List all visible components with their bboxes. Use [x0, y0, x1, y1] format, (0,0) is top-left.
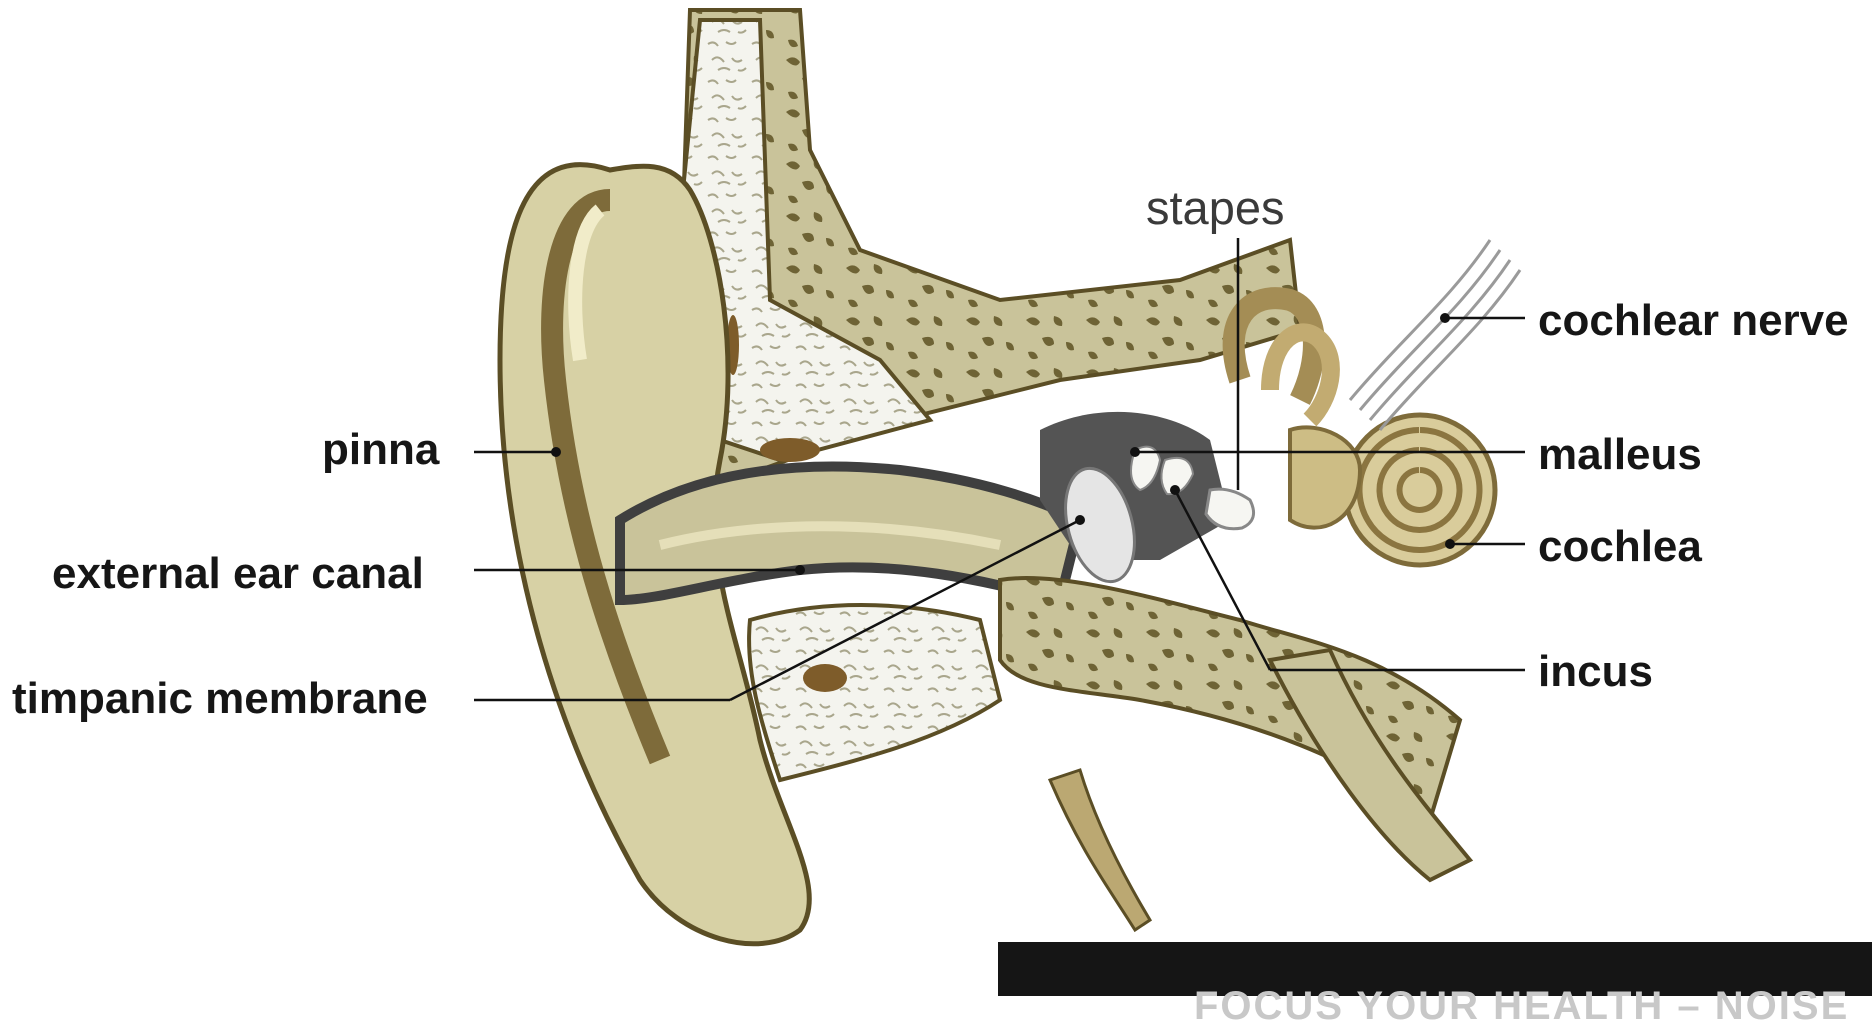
- label-pinna: pinna: [322, 428, 439, 472]
- label-cochlea: cochlea: [1538, 525, 1702, 569]
- label-timpanic-membrane: timpanic membrane: [12, 677, 428, 721]
- banner: FOCUS YOUR HEALTH – NOISE: [998, 942, 1872, 996]
- banner-text: FOCUS YOUR HEALTH – NOISE: [1194, 986, 1849, 1026]
- lower-marrow: [749, 605, 1000, 780]
- label-external-ear-canal: external ear canal: [52, 552, 424, 596]
- cochlea-shape: [1345, 415, 1495, 565]
- styloid-process: [1050, 770, 1150, 930]
- upper-marrow-cavity: [760, 438, 820, 462]
- label-stapes: stapes: [1146, 184, 1284, 231]
- label-incus: incus: [1538, 650, 1653, 694]
- stapes-shape: [1206, 489, 1254, 529]
- label-cochlear-nerve: cochlear nerve: [1538, 299, 1849, 343]
- ear-anatomy-diagram: [0, 0, 1872, 996]
- label-malleus: malleus: [1538, 433, 1702, 477]
- cochlear-nerve-fibers: [1350, 240, 1520, 430]
